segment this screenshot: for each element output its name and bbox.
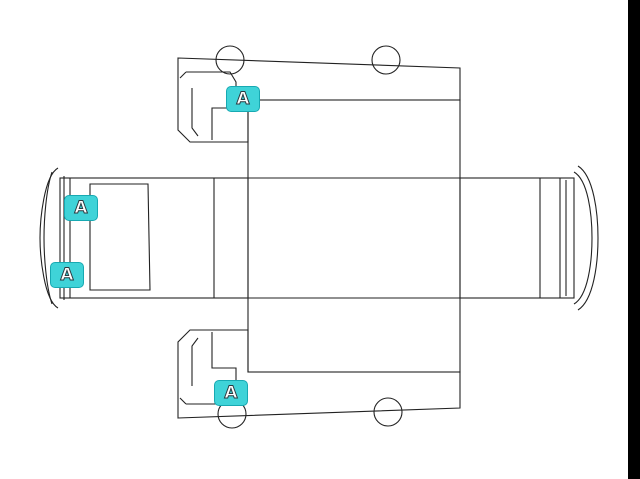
front-panel: [459, 165, 599, 311]
roof-panel: [247, 99, 461, 373]
side-panel-bottom: [177, 329, 461, 429]
wheel-bottom-front: [373, 397, 403, 427]
marker-a-rear-upper: A: [64, 195, 98, 221]
marker-a-bottom: A: [214, 380, 248, 406]
wheel-top-front: [371, 45, 401, 75]
wheel-top-rear: [215, 45, 245, 75]
marker-a-top: A: [226, 86, 260, 112]
side-panel-top: [177, 45, 461, 143]
screen-edge: [628, 0, 640, 479]
marker-a-rear-lower: A: [50, 262, 84, 288]
